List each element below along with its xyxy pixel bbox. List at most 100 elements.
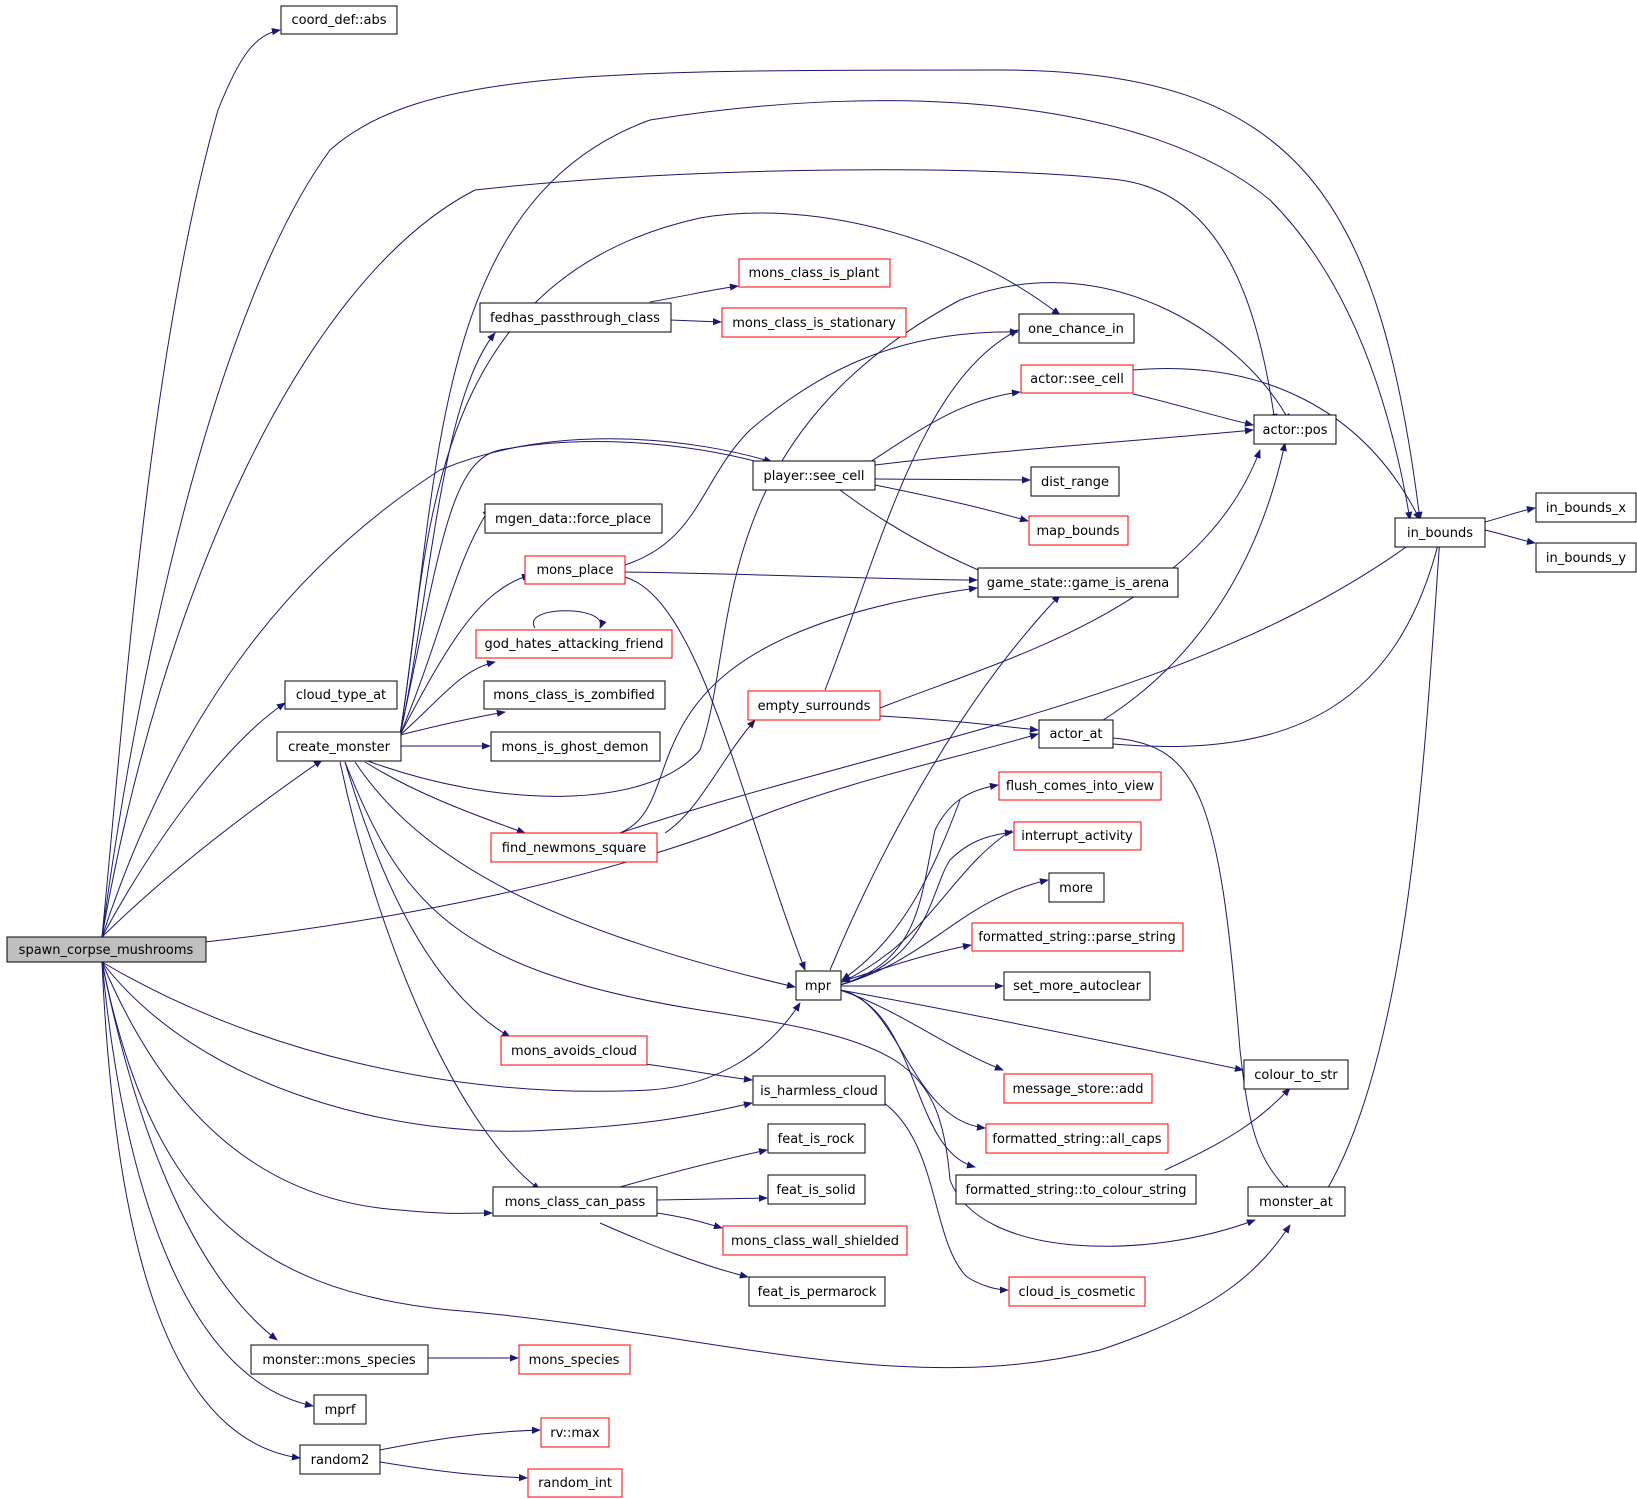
edge-empty-one-chance (824, 329, 1019, 691)
node-player-see-cell[interactable]: player::see_cell (752, 460, 876, 491)
node-label: player::see_cell (763, 469, 864, 484)
node-create-monster[interactable]: create_monster (276, 731, 402, 762)
edge-mplace-mpr (624, 576, 806, 971)
node-mons-class-is-zombified[interactable]: mons_class_is_zombified (483, 680, 666, 710)
node-label: more (1059, 881, 1093, 896)
node-more[interactable]: more (1048, 872, 1105, 903)
node-mprf[interactable]: mprf (313, 1394, 367, 1425)
node-spawn-corpse-mushrooms[interactable]: spawn_corpse_mushrooms (6, 936, 207, 963)
edge-spawn-mpr (101, 961, 801, 1092)
edge-create-mons-can-pass (339, 761, 541, 1191)
edge-create-zombified (399, 709, 506, 736)
node-interrupt-activity[interactable]: interrupt_activity (1013, 821, 1142, 851)
edge-spawn-monster-at (101, 961, 1291, 1369)
node-dist-range[interactable]: dist_range (1030, 466, 1120, 497)
node-label: dist_range (1041, 475, 1109, 490)
node-label: colour_to_str (1254, 1068, 1338, 1083)
edge-asc-actor-pos (1132, 393, 1254, 427)
node-mgen-data-force-place[interactable]: mgen_data::force_place (484, 503, 663, 534)
node-cloud-is-cosmetic[interactable]: cloud_is_cosmetic (1008, 1276, 1146, 1307)
node-label: mons_is_ghost_demon (502, 740, 649, 755)
edge-fedhas-stationary (669, 318, 722, 326)
node-flush-comes-into-view[interactable]: flush_comes_into_view (998, 771, 1162, 801)
node-random-int[interactable]: random_int (527, 1468, 623, 1498)
node-rv-max[interactable]: rv::max (540, 1417, 610, 1448)
node-coord-def-abs[interactable]: coord_def::abs (280, 5, 398, 35)
node-label: interrupt_activity (1021, 829, 1133, 844)
node-actor-at[interactable]: actor_at (1038, 719, 1114, 749)
edge-mplace-one-chance (624, 328, 1019, 566)
node-mons-class-is-stationary[interactable]: mons_class_is_stationary (721, 307, 907, 338)
node-colour-to-str[interactable]: colour_to_str (1243, 1059, 1349, 1090)
node-label: in_bounds_x (1546, 501, 1627, 516)
node-feat-is-permarock[interactable]: feat_is_permarock (748, 1276, 886, 1307)
node-label: mons_avoids_cloud (511, 1044, 637, 1059)
node-label: one_chance_in (1028, 322, 1124, 337)
node-mons-species[interactable]: mons_species (518, 1344, 631, 1375)
edge-mpr-game-arena (829, 594, 1061, 971)
node-label: random2 (311, 1453, 370, 1468)
edge-spawn-coord-abs (101, 28, 281, 938)
node-fedhas-passthrough-class[interactable]: fedhas_passthrough_class (479, 302, 672, 333)
node-monster-mons-species[interactable]: monster::mons_species (250, 1344, 429, 1375)
node-is-harmless-cloud[interactable]: is_harmless_cloud (752, 1075, 886, 1106)
node-map-bounds[interactable]: map_bounds (1028, 515, 1129, 546)
node-game-state-game-is-arena[interactable]: game_state::game_is_arena (977, 567, 1179, 598)
edge-spawn-cloud-type-at (101, 702, 286, 938)
node-actor-pos[interactable]: actor::pos (1253, 414, 1337, 445)
edge-empty-actor-at (879, 715, 1039, 733)
edge-mpr-interrupt (839, 829, 1014, 986)
node-label: find_newmons_square (502, 841, 646, 856)
node-feat-is-rock[interactable]: feat_is_rock (767, 1123, 866, 1154)
node-cloud-type-at[interactable]: cloud_type_at (284, 680, 398, 710)
edge-psc-dist-range (874, 476, 1031, 484)
node-formatted-string-all-caps[interactable]: formatted_string::all_caps (985, 1123, 1169, 1154)
node-find-newmons-square[interactable]: find_newmons_square (490, 832, 658, 863)
edge-psc-actor-see-cell (869, 389, 1021, 463)
node-in-bounds-y[interactable]: in_bounds_y (1535, 542, 1637, 573)
node-formatted-string-parse-string[interactable]: formatted_string::parse_string (971, 922, 1184, 952)
node-label: coord_def::abs (291, 13, 386, 28)
node-label: feat_is_rock (778, 1132, 855, 1147)
node-monster-at[interactable]: monster_at (1247, 1186, 1346, 1217)
node-label: spawn_corpse_mushrooms (19, 943, 194, 958)
edge-create-mons-avoids (344, 761, 511, 1038)
node-mons-place[interactable]: mons_place (524, 555, 626, 585)
node-mons-class-wall-shielded[interactable]: mons_class_wall_shielded (722, 1225, 908, 1256)
node-label: formatted_string::to_colour_string (966, 1183, 1187, 1198)
node-god-hates-attacking-friend[interactable]: god_hates_attacking_friend (475, 629, 673, 659)
node-random2[interactable]: random2 (299, 1444, 381, 1475)
node-mons-class-can-pass[interactable]: mons_class_can_pass (492, 1186, 658, 1217)
edge-inb-y (1484, 529, 1536, 545)
node-mons-is-ghost-demon[interactable]: mons_is_ghost_demon (490, 731, 661, 762)
node-label: game_state::game_is_arena (987, 576, 1170, 591)
node-one-chance-in[interactable]: one_chance_in (1018, 313, 1135, 344)
node-label: in_bounds_y (1546, 551, 1627, 566)
node-actor-see-cell[interactable]: actor::see_cell (1020, 364, 1134, 394)
node-label: mpr (805, 979, 832, 994)
node-message-store-add[interactable]: message_store::add (1003, 1073, 1153, 1104)
edge-spawn-actor-pos (101, 169, 1278, 938)
node-in-bounds-x[interactable]: in_bounds_x (1535, 492, 1637, 523)
edge-mpr-more (839, 878, 1049, 986)
node-label: god_hates_attacking_friend (485, 637, 664, 652)
node-mons-avoids-cloud[interactable]: mons_avoids_cloud (500, 1035, 648, 1066)
edge-create-force-place (399, 507, 491, 736)
edge-avoids-harmless (644, 1063, 753, 1083)
edge-inb-x (1484, 506, 1536, 523)
node-empty-surrounds[interactable]: empty_surrounds (747, 690, 881, 721)
node-formatted-string-to-colour-string[interactable]: formatted_string::to_colour_string (955, 1174, 1197, 1205)
node-mons-class-is-plant[interactable]: mons_class_is_plant (738, 258, 891, 288)
node-mpr[interactable]: mpr (795, 970, 842, 1001)
node-set-more-autoclear[interactable]: set_more_autoclear (1003, 971, 1151, 1001)
node-in-bounds[interactable]: in_bounds (1394, 517, 1486, 548)
edge-create-mons-place (399, 573, 531, 736)
edge-mpr-all-caps (839, 989, 986, 1131)
edge-mpr-to-colour (839, 989, 976, 1169)
node-label: monster::mons_species (262, 1353, 416, 1368)
edge-create-god-hates (399, 660, 496, 736)
node-feat-is-solid[interactable]: feat_is_solid (767, 1174, 866, 1205)
node-label: feat_is_permarock (758, 1285, 877, 1300)
edge-pass-permarock (599, 1222, 749, 1279)
node-label: random_int (538, 1476, 612, 1491)
